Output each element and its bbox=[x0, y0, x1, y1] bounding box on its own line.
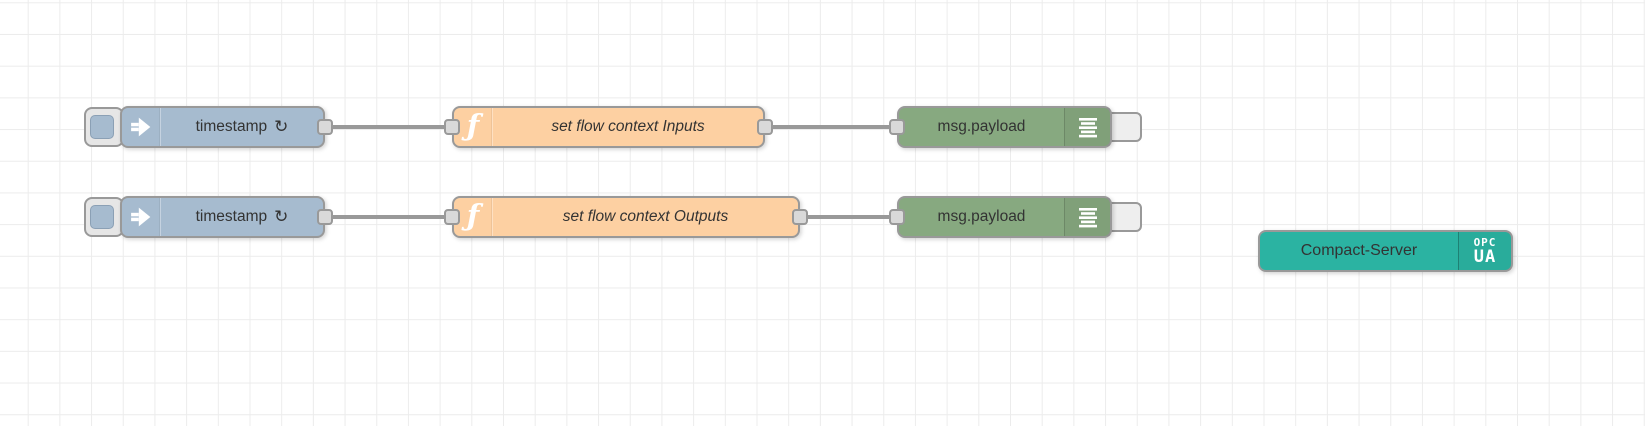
function-icon-region: ƒ bbox=[454, 108, 493, 146]
function-label: set flow context Outputs bbox=[562, 208, 729, 225]
function-icon: ƒ bbox=[466, 198, 480, 232]
node-label: Compact-Server bbox=[1260, 232, 1458, 270]
node-debug-1[interactable]: msg.payload bbox=[897, 106, 1112, 148]
node-label: timestamp ↻ bbox=[161, 108, 323, 146]
debug-icon-region bbox=[1064, 108, 1110, 146]
repeat-icon: ↻ bbox=[274, 117, 289, 136]
node-label: msg.payload bbox=[899, 108, 1064, 146]
inject-button-pad[interactable] bbox=[90, 115, 114, 139]
repeat-icon: ↻ bbox=[274, 207, 289, 226]
inject-label: timestamp bbox=[195, 208, 268, 225]
opcua-badge: OPC UA bbox=[1458, 232, 1511, 270]
port-output-inject-1[interactable] bbox=[317, 119, 333, 135]
wire-inject1-function1[interactable] bbox=[325, 125, 452, 129]
inject-icon-region bbox=[122, 198, 161, 236]
server-label: Compact-Server bbox=[1300, 242, 1418, 259]
inject-button-pad[interactable] bbox=[90, 205, 114, 229]
wire-function2-debug2[interactable] bbox=[800, 215, 897, 219]
node-label: msg.payload bbox=[899, 198, 1064, 236]
port-input-debug-2[interactable] bbox=[889, 209, 905, 225]
debug-label: msg.payload bbox=[937, 118, 1026, 135]
node-function-2[interactable]: ƒ set flow context Outputs bbox=[452, 196, 800, 238]
wire-function1-debug1[interactable] bbox=[765, 125, 897, 129]
port-input-debug-1[interactable] bbox=[889, 119, 905, 135]
inject-arrow-icon bbox=[131, 207, 151, 227]
node-label: set flow context Inputs bbox=[493, 108, 763, 146]
inject-arrow-icon bbox=[131, 117, 151, 137]
node-label: set flow context Outputs bbox=[493, 198, 798, 236]
node-inject-2[interactable]: timestamp ↻ bbox=[120, 196, 325, 238]
inject-trigger-button[interactable] bbox=[84, 107, 124, 147]
function-icon: ƒ bbox=[466, 108, 480, 142]
node-label: timestamp ↻ bbox=[161, 198, 323, 236]
opcua-badge-line2: UA bbox=[1473, 246, 1497, 267]
debug-icon-region bbox=[1064, 198, 1110, 236]
node-opcua-compact-server[interactable]: Compact-Server OPC UA bbox=[1258, 230, 1513, 272]
port-output-inject-2[interactable] bbox=[317, 209, 333, 225]
node-inject-1[interactable]: timestamp ↻ bbox=[120, 106, 325, 148]
debug-label: msg.payload bbox=[937, 208, 1026, 225]
node-debug-2[interactable]: msg.payload bbox=[897, 196, 1112, 238]
wire-inject2-function2[interactable] bbox=[325, 215, 452, 219]
inject-trigger-button[interactable] bbox=[84, 197, 124, 237]
function-icon-region: ƒ bbox=[454, 198, 493, 236]
node-function-1[interactable]: ƒ set flow context Inputs bbox=[452, 106, 765, 148]
opcua-badge-line1: OPC bbox=[1473, 235, 1497, 249]
port-input-function-1[interactable] bbox=[444, 119, 460, 135]
function-label: set flow context Inputs bbox=[551, 118, 705, 135]
debug-lines-icon bbox=[1078, 118, 1097, 138]
port-output-function-1[interactable] bbox=[757, 119, 773, 135]
port-output-function-2[interactable] bbox=[792, 209, 808, 225]
inject-label: timestamp bbox=[195, 118, 268, 135]
debug-lines-icon bbox=[1078, 208, 1097, 228]
port-input-function-2[interactable] bbox=[444, 209, 460, 225]
inject-icon-region bbox=[122, 108, 161, 146]
